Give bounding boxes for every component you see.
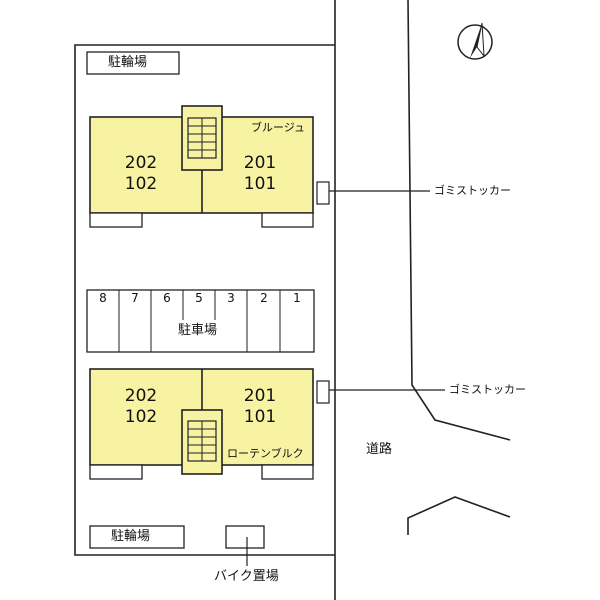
unit-north-102: 102 <box>124 174 158 194</box>
unit-south-202: 202 <box>124 386 158 406</box>
building-south-name: ローテンブルク <box>227 447 304 460</box>
parking-space-5: 5 <box>195 291 203 305</box>
unit-north-201: 201 <box>243 153 277 173</box>
stairs-north-icon <box>181 105 223 171</box>
bike-parking-top-label: 駐輪場 <box>108 55 148 70</box>
balcony-south-left <box>89 464 143 480</box>
road-label: 道路 <box>366 442 393 457</box>
parking-space-2: 2 <box>260 291 268 305</box>
car-parking-label: 駐車場 <box>178 323 218 338</box>
balcony-north-left <box>89 212 143 228</box>
unit-north-101: 101 <box>243 174 277 194</box>
balcony-south-right <box>261 464 314 480</box>
parking-space-3: 3 <box>227 291 235 305</box>
bike-parking-bottom-label: 駐輪場 <box>111 529 151 544</box>
unit-south-102: 102 <box>124 407 158 427</box>
unit-north-202: 202 <box>124 153 158 173</box>
parking-space-8: 8 <box>99 291 107 305</box>
road-edge-east-south <box>407 496 511 535</box>
road-edge-east-north <box>407 0 511 441</box>
garbage-stocker-north-label: ゴミストッカー <box>434 184 511 197</box>
parking-space-6: 6 <box>163 291 171 305</box>
balcony-north-right <box>261 212 314 228</box>
motorbike-parking-box <box>225 525 265 549</box>
car-parking-lot <box>86 289 315 353</box>
parking-space-1: 1 <box>293 291 301 305</box>
north-arrow-icon <box>457 22 493 60</box>
bike-parking-top-box <box>86 51 180 75</box>
stairs-south-icon <box>181 409 223 475</box>
parking-space-7: 7 <box>131 291 139 305</box>
building-north-name: ブルージュ <box>251 121 306 134</box>
unit-south-201: 201 <box>243 386 277 406</box>
garbage-stocker-south-label: ゴミストッカー <box>449 383 526 396</box>
motorbike-parking-label: バイク置場 <box>214 569 279 584</box>
garbage-stocker-south-box <box>316 380 330 404</box>
property-boundary <box>74 44 335 556</box>
unit-south-101: 101 <box>243 407 277 427</box>
bike-parking-bottom-box <box>89 525 185 549</box>
garbage-stocker-north-box <box>316 181 330 205</box>
